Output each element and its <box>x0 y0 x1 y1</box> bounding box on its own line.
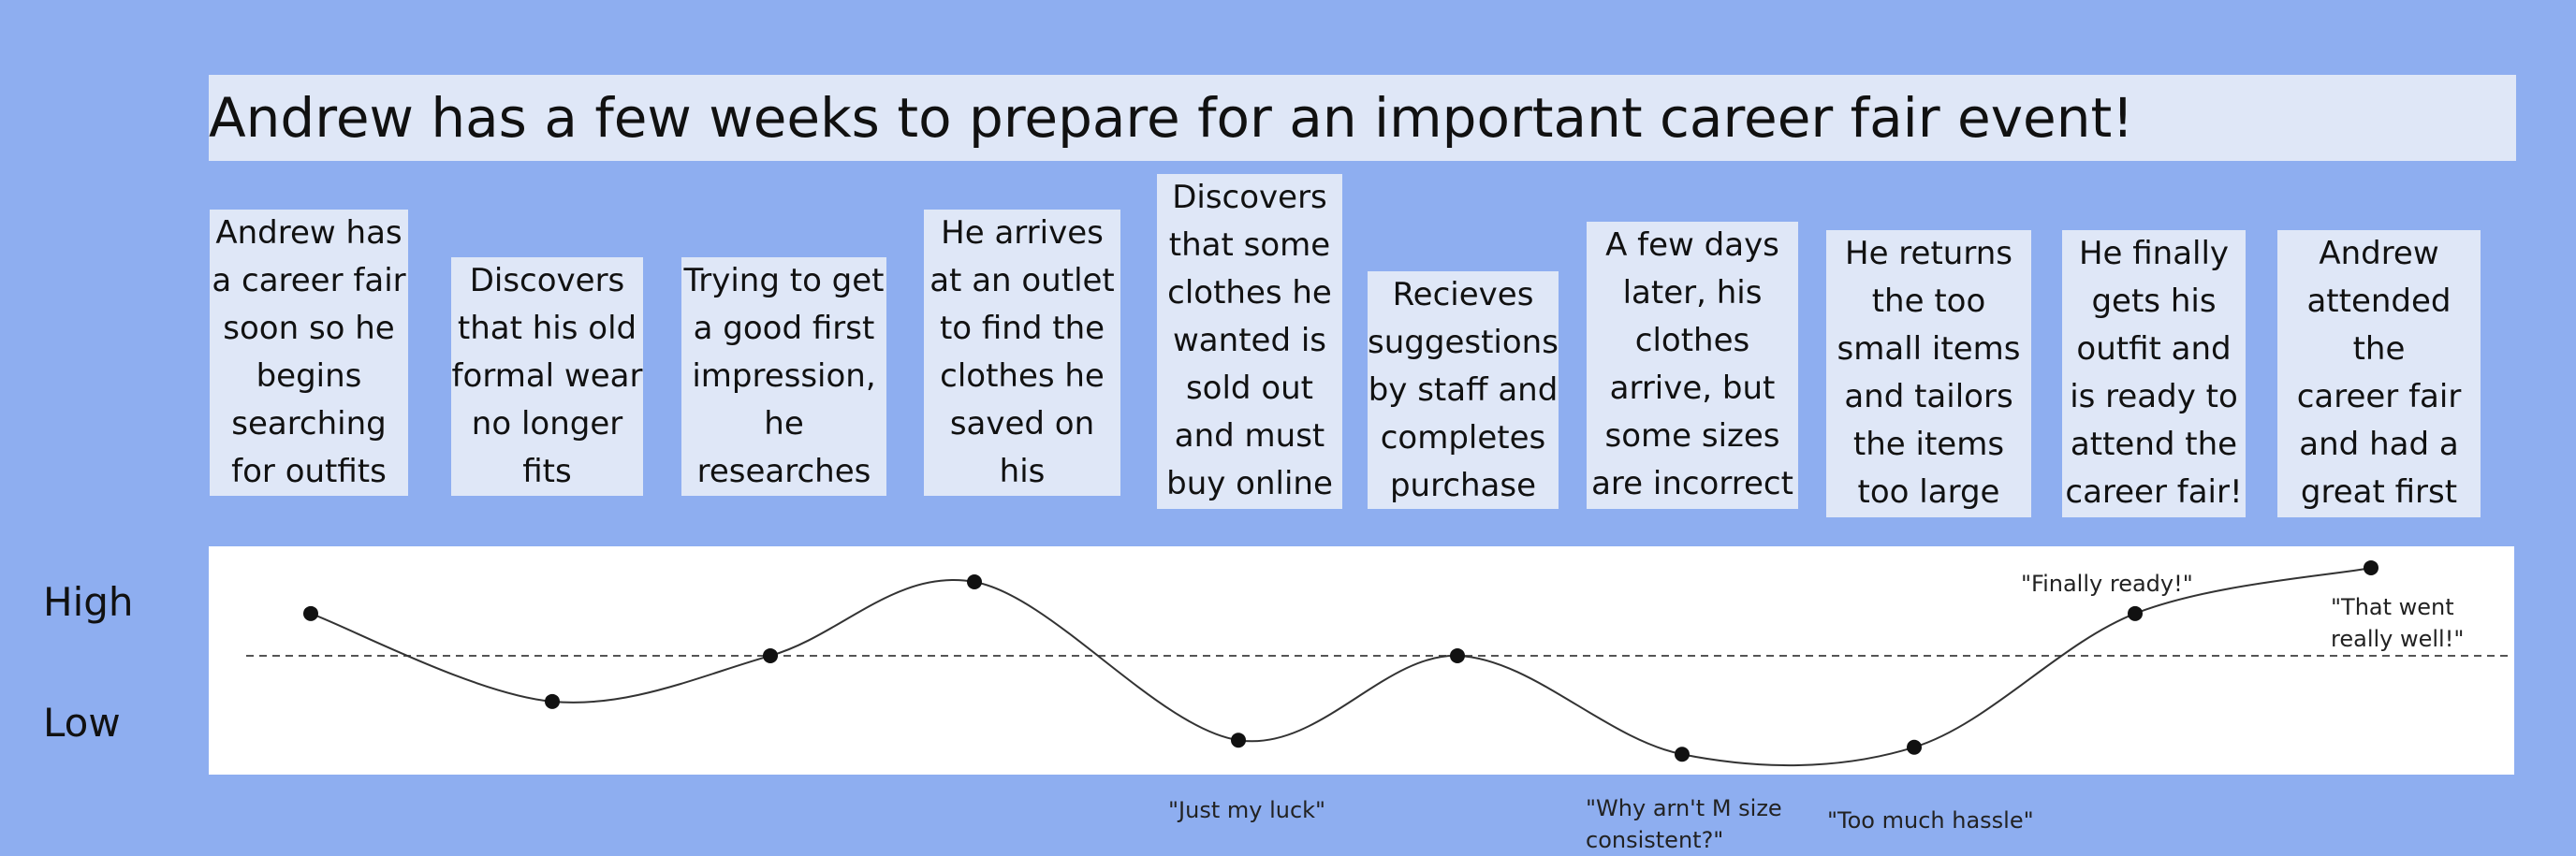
emotion-point-6 <box>1450 647 1465 663</box>
emotion-curve-chart <box>246 559 2511 767</box>
emotion-point-1 <box>303 605 318 621</box>
quote-that-went-really-well: "That went really well!" <box>2331 594 2465 652</box>
quote-finally-ready: "Finally ready!" <box>2021 571 2193 597</box>
emotion-point-9 <box>2128 605 2143 621</box>
emotion-point-5 <box>1231 733 1246 748</box>
step-card-3: Trying to get a good first impression, h… <box>681 257 886 496</box>
quote-just-my-luck: "Just my luck" <box>1168 797 1326 823</box>
step-card-6: Recieves suggestions by staff and comple… <box>1368 271 1559 509</box>
emotion-point-7 <box>1675 747 1690 762</box>
quote-too-much-hassle: "Too much hassle" <box>1827 807 2034 834</box>
step-card-4: He arrives at an outlet to find the clot… <box>924 210 1120 496</box>
axis-label-high: High <box>43 579 134 625</box>
emotion-point-4 <box>967 574 982 589</box>
emotion-point-8 <box>1907 739 1922 755</box>
axis-label-low: Low <box>43 700 121 746</box>
step-card-7: A few days later, his clothes arrive, bu… <box>1587 222 1798 509</box>
step-card-9: He finally gets his outfit and is ready … <box>2062 230 2246 517</box>
journey-title: Andrew has a few weeks to prepare for an… <box>209 75 2516 161</box>
step-card-1: Andrew has a career fair soon so he begi… <box>210 210 408 496</box>
step-card-2: Discovers that his old formal wear no lo… <box>451 257 643 496</box>
step-card-8: He returns the too small items and tailo… <box>1826 230 2031 517</box>
emotion-point-10 <box>2364 559 2378 575</box>
emotion-point-3 <box>763 647 778 663</box>
emotion-curve-line <box>310 566 2372 767</box>
emotion-point-2 <box>545 693 560 709</box>
quote-why-arnt-m-size-consistent: "Why arn't M size consistent?" <box>1586 795 1782 853</box>
emotion-curve-panel <box>209 546 2514 775</box>
step-card-5: Discovers that some clothes he wanted is… <box>1157 174 1342 509</box>
step-card-10: Andrew attended the career fair and had … <box>2277 230 2481 517</box>
